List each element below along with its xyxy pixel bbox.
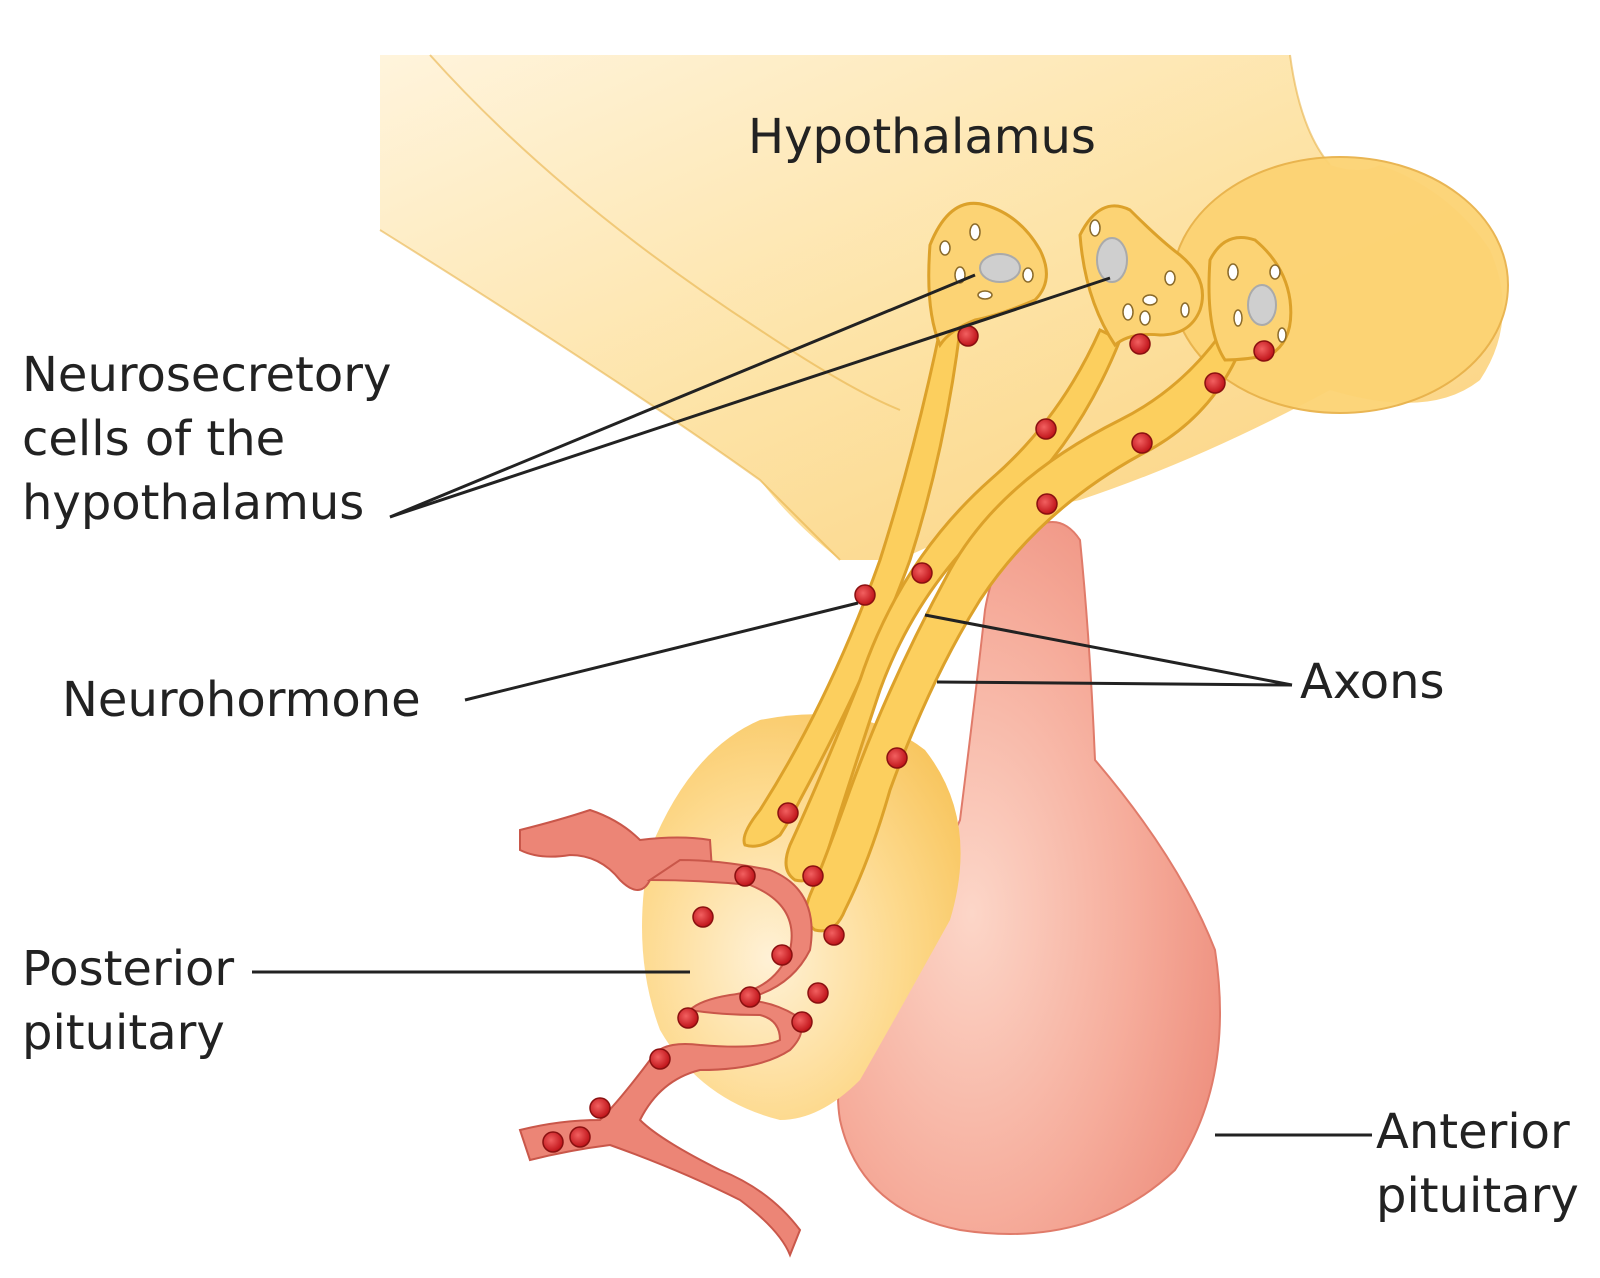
label-neurohormone: Neurohormone — [62, 672, 421, 728]
neurohormone-dot — [1036, 493, 1058, 515]
neurohormone-dot — [791, 1011, 813, 1033]
axon-3 — [804, 332, 1242, 933]
leader-lines — [252, 273, 1372, 1137]
neurohormone-dot — [854, 584, 876, 606]
axons — [742, 327, 1242, 933]
neurohormone-dot — [734, 865, 756, 887]
leader-neurosecretory-2 — [389, 276, 1111, 519]
neurohormone-dot — [802, 865, 824, 887]
neurohormone-dot — [1131, 432, 1153, 454]
label-hypothalamus: Hypothalamus — [748, 109, 1096, 165]
neurohormone-dot — [677, 1007, 699, 1029]
axon-1 — [742, 328, 962, 848]
leader-axons-1 — [924, 613, 1293, 687]
neurohormone-dot — [649, 1048, 671, 1070]
neurohormone-dot — [886, 747, 908, 769]
neurohormone-dot — [911, 562, 933, 584]
label-neurosecretory-cells: Neurosecretory cells of the hypothalamus — [22, 347, 392, 531]
neurohormone-dot — [807, 982, 829, 1004]
neurohormone-dot — [1253, 340, 1275, 362]
label-anterior-pituitary: Anterior pituitary — [1376, 1104, 1579, 1224]
leader-neurohormone — [464, 601, 859, 702]
neurohormone-dot — [771, 944, 793, 966]
leader-axons-2 — [936, 680, 1293, 687]
neurohormones — [542, 325, 1275, 1153]
label-axons: Axons — [1300, 654, 1445, 710]
neurohormone-dot — [1035, 418, 1057, 440]
neurohormone-dot — [589, 1097, 611, 1119]
neurohormone-dot — [692, 906, 714, 928]
neurohormone-dot — [569, 1126, 591, 1148]
neurohormone-dot — [777, 802, 799, 824]
neurohormone-dot — [542, 1131, 564, 1153]
anterior-pituitary-shape — [837, 521, 1221, 1235]
neurohormone-dot — [1129, 333, 1151, 355]
neurohormone-dot — [1204, 372, 1226, 394]
neurosecretory-cells — [927, 201, 1293, 362]
label-posterior-pituitary: Posterior pituitary — [22, 941, 235, 1061]
neurohormone-dot — [823, 924, 845, 946]
neurohormone-dot — [739, 986, 761, 1008]
leader-neurosecretory-1 — [389, 273, 976, 519]
